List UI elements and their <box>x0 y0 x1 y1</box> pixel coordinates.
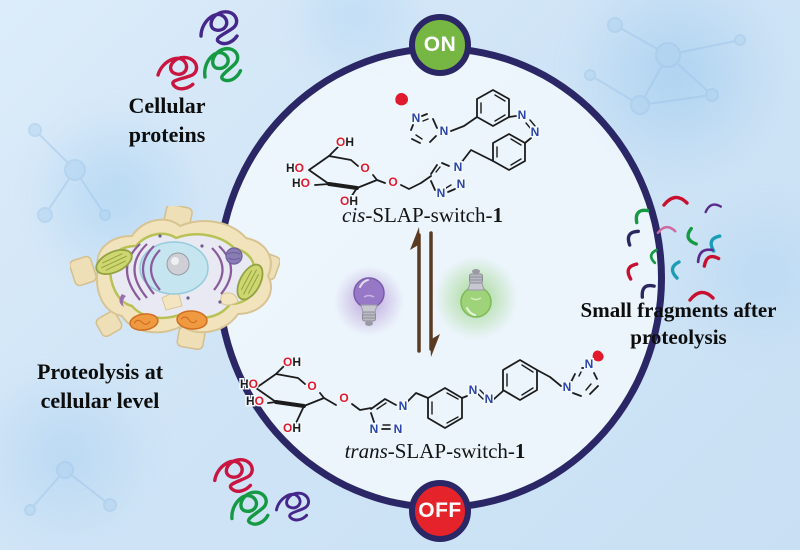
svg-text:N: N <box>454 160 463 174</box>
svg-text:N: N <box>469 383 478 397</box>
svg-text:OH: OH <box>336 135 354 149</box>
cis-molecule-label: cis-SLAP-switch-1 <box>300 203 545 228</box>
cis-prefix: cis <box>342 203 366 227</box>
mitochondrion <box>129 310 208 331</box>
svg-text:HO: HO <box>286 161 304 175</box>
svg-text:N: N <box>531 125 540 139</box>
off-badge: OFF <box>409 480 471 542</box>
protein-squiggle <box>212 454 256 495</box>
svg-text:HO: HO <box>240 377 258 391</box>
proteolysis-label: Proteolysis at cellular level <box>36 359 164 413</box>
on-badge: ON <box>409 14 471 76</box>
svg-text:N: N <box>440 124 449 138</box>
protein-squiggle <box>199 45 244 87</box>
svg-text:N: N <box>563 380 572 394</box>
protein-squiggle <box>273 488 312 524</box>
svg-text:N: N <box>412 111 421 125</box>
cis-number: 1 <box>492 203 504 227</box>
trans-molecule-label: trans-SLAP-switch-1 <box>310 439 560 464</box>
trans-mid: -SLAP-switch- <box>387 439 515 463</box>
green-light-bulb <box>460 269 492 318</box>
svg-text:N: N <box>437 186 446 200</box>
protein-squiggle <box>228 489 271 528</box>
cis-mid: -SLAP-switch- <box>365 203 493 227</box>
endoplasmic-reticulum <box>126 243 233 301</box>
red-marker <box>592 350 604 362</box>
purple-light-bulb <box>353 277 385 326</box>
nucleolus <box>166 252 190 276</box>
trans-prefix: trans <box>344 439 388 463</box>
svg-text:N: N <box>457 177 466 191</box>
trans-number: 1 <box>514 439 526 463</box>
protein-squiggle <box>199 10 239 46</box>
red-marker <box>395 92 409 106</box>
chloroplast <box>95 248 264 301</box>
svg-text:HO: HO <box>292 176 310 190</box>
svg-text:N: N <box>585 357 594 371</box>
cellular-proteins-label: Cellular proteins <box>128 93 206 147</box>
granule <box>225 247 243 265</box>
equilibrium-arrows <box>410 227 440 357</box>
protein-squiggle <box>154 49 201 94</box>
svg-text:N: N <box>399 399 408 413</box>
svg-text:O: O <box>388 175 397 189</box>
svg-text:N: N <box>518 108 527 122</box>
vesicle <box>119 294 126 307</box>
svg-text:O: O <box>307 379 316 393</box>
svg-text:OH: OH <box>283 355 301 369</box>
svg-text:HO: HO <box>246 394 264 408</box>
svg-text:O: O <box>339 391 348 405</box>
svg-text:OH: OH <box>283 421 301 435</box>
cell-illustration <box>70 206 280 351</box>
svg-text:OH: OH <box>340 194 358 208</box>
svg-text:N: N <box>485 392 494 406</box>
svg-text:N: N <box>394 422 403 436</box>
svg-text:N: N <box>370 422 379 436</box>
small-fragments-label: Small fragments after proteolysis <box>580 298 777 350</box>
svg-text:O: O <box>360 161 369 175</box>
